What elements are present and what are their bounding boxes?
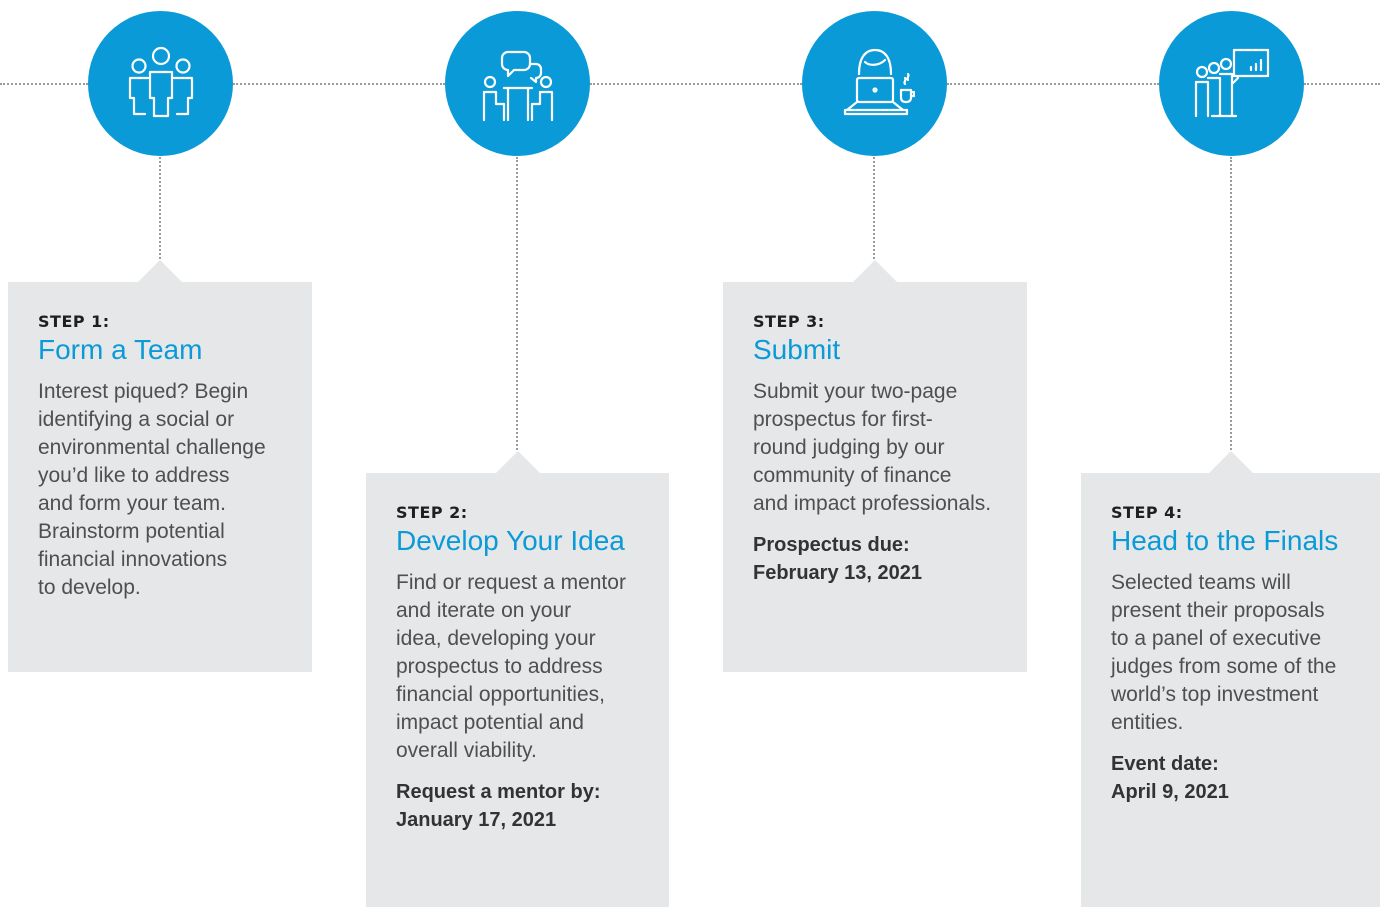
step-description: Find or request a mentor and iterate on … bbox=[396, 571, 626, 762]
step-1-card: STEP 1: Form a Team Interest piqued? Beg… bbox=[8, 260, 312, 672]
timeline-line bbox=[1304, 83, 1380, 85]
step-4-card: STEP 4: Head to the Finals Selected team… bbox=[1081, 451, 1380, 907]
connector-line bbox=[1230, 157, 1232, 450]
timeline-line bbox=[0, 83, 88, 85]
timeline-line bbox=[233, 83, 445, 85]
step-title: Develop Your Idea bbox=[396, 525, 625, 556]
step-4-icon-circle bbox=[1159, 11, 1304, 156]
step-description: Selected teams will present their propos… bbox=[1111, 571, 1337, 734]
step-2-icon-circle bbox=[445, 11, 590, 156]
connector-line bbox=[516, 157, 518, 450]
laptop-person-icon bbox=[843, 48, 915, 115]
step-title: Form a Team bbox=[38, 334, 203, 365]
step-label: STEP 1: bbox=[38, 312, 110, 331]
presentation-icon bbox=[1194, 48, 1269, 117]
connector-line bbox=[873, 157, 875, 259]
step-2-card: STEP 2: Develop Your Idea Find or reques… bbox=[366, 451, 669, 907]
step-title: Submit bbox=[753, 334, 841, 365]
step-1-icon-circle bbox=[88, 11, 233, 156]
step-label: STEP 4: bbox=[1111, 503, 1183, 522]
step-title: Head to the Finals bbox=[1111, 525, 1339, 556]
step-deadline: Event date: April 9, 2021 bbox=[1111, 753, 1229, 803]
team-people-icon bbox=[128, 46, 193, 117]
timeline-line bbox=[947, 83, 1159, 85]
step-3-card: STEP 3: Submit Submit your two-page pros… bbox=[723, 260, 1027, 672]
timeline-line bbox=[590, 83, 802, 85]
step-description: Submit your two-page prospectus for firs… bbox=[753, 380, 992, 515]
step-deadline: Request a mentor by: January 17, 2021 bbox=[396, 781, 601, 831]
step-label: STEP 2: bbox=[396, 503, 468, 522]
step-label: STEP 3: bbox=[753, 312, 825, 331]
step-3-icon-circle bbox=[802, 11, 947, 156]
step-deadline: Prospectus due: February 13, 2021 bbox=[753, 534, 922, 584]
meeting-discussion-icon bbox=[482, 50, 553, 121]
connector-line bbox=[159, 157, 161, 259]
step-description: Interest piqued? Begin identifying a soc… bbox=[38, 380, 266, 599]
